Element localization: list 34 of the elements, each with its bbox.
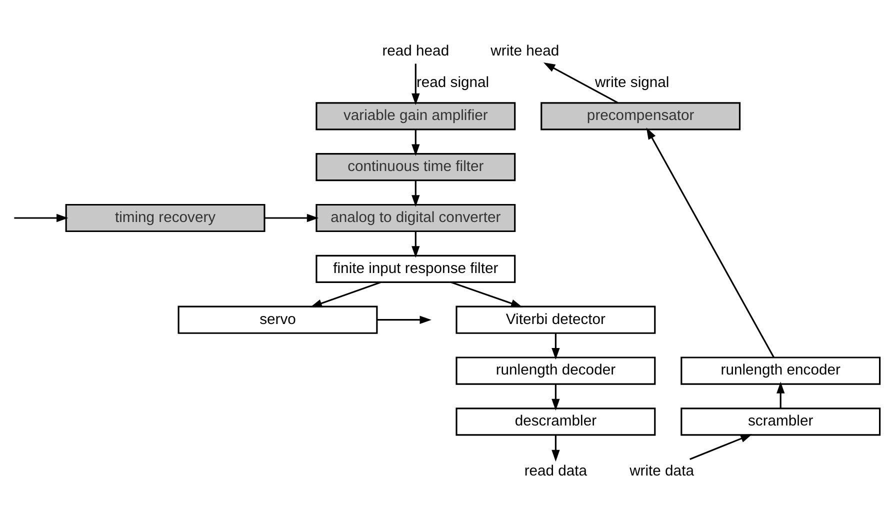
arrow [14,213,68,222]
edge-label: read signal [416,74,490,91]
node-box: Viterbi detector [456,305,656,334]
node-box: timing recovery [65,203,266,232]
arrow [690,434,752,460]
arrow [552,384,560,410]
node-box: finite input response filter [316,254,516,282]
node-box: servo [178,305,378,334]
node-text: write head [490,42,560,59]
arrow [552,332,560,360]
arrow [776,381,785,408]
arrow [646,127,774,358]
arrow [412,63,420,105]
arrow [264,213,319,222]
arrow [412,230,420,258]
node-box: runlength encoder [680,356,881,384]
node-box: runlength decoder [456,356,656,384]
arrow [544,62,618,103]
edge-label: write signal [594,74,670,91]
node-text: read data [524,462,588,479]
node-box: continuous time filter [316,152,516,181]
arrow [377,315,432,324]
arrow [310,281,382,307]
arrow [412,129,420,156]
node-text: write data [630,462,694,479]
arrow [450,281,523,307]
node-box: descrambler [456,407,656,436]
node-box: scrambler [680,407,881,436]
arrow [552,434,560,462]
arrow [412,180,420,206]
node-box: analog to digital converter [316,203,516,232]
node-box: variable gain amplifier [316,102,516,130]
node-box: precompensator [540,102,741,130]
node-text: read head [382,42,450,59]
